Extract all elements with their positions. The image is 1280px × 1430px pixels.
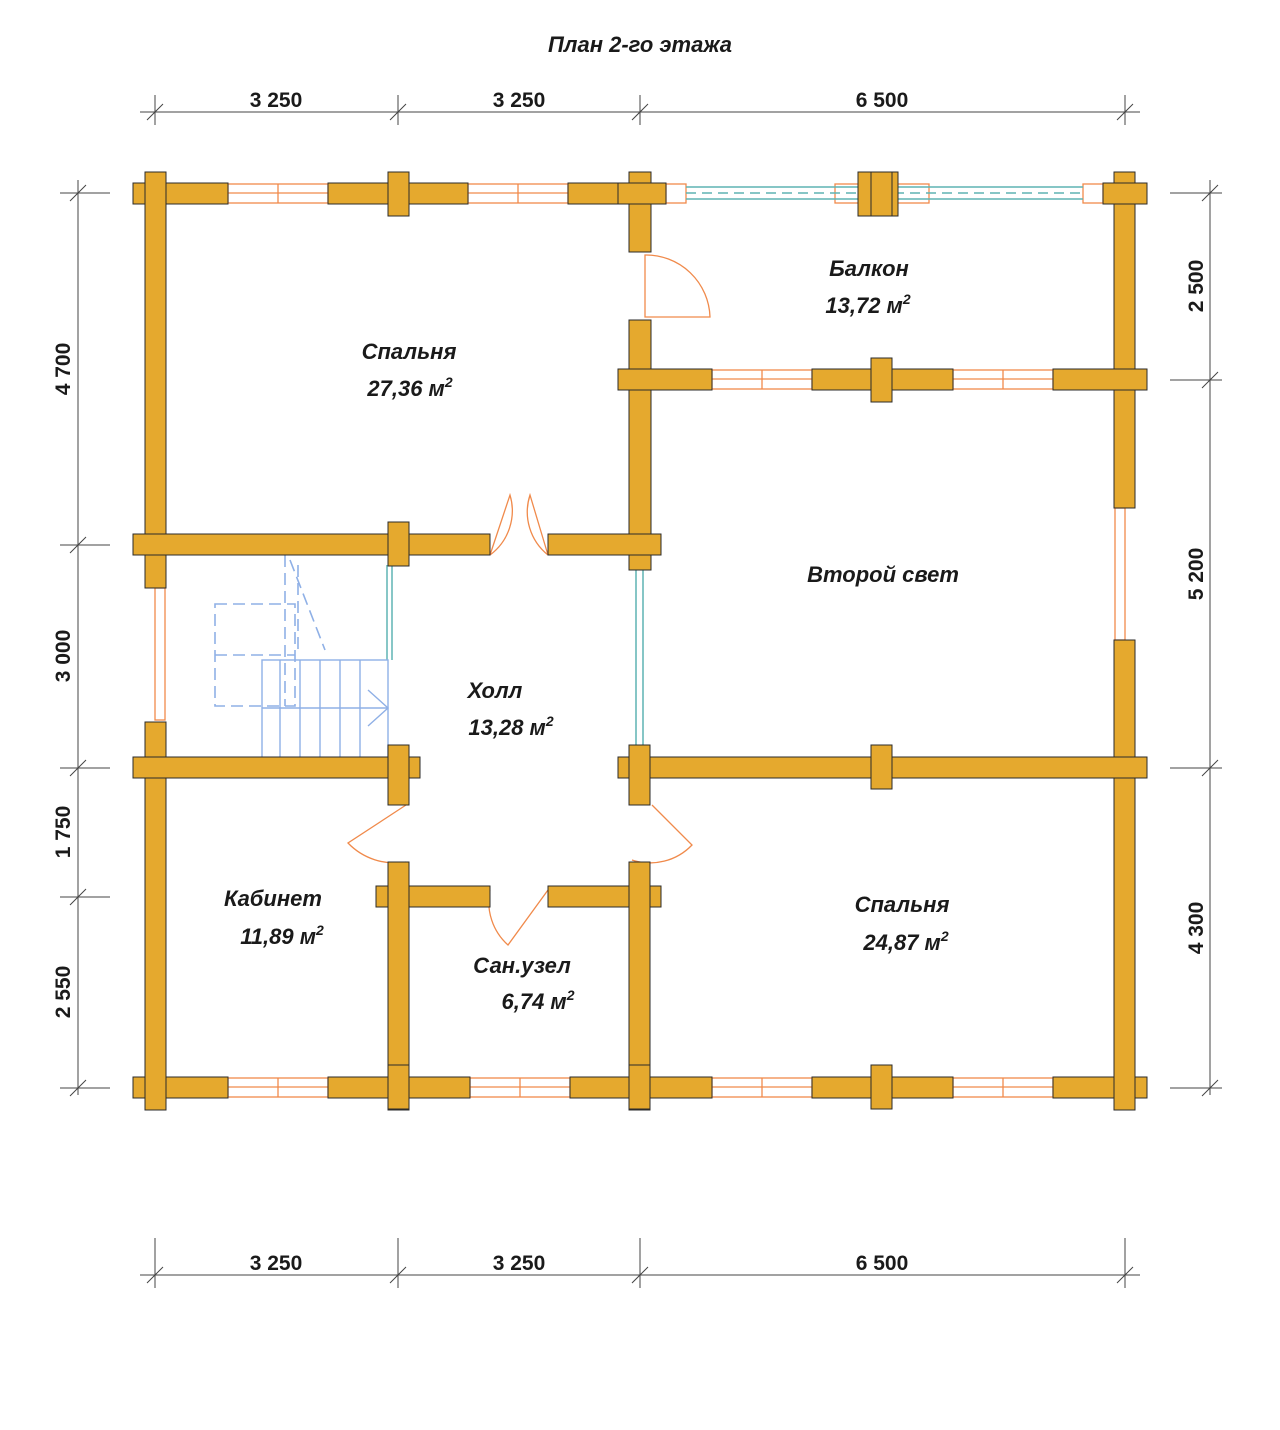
dimension-lines (60, 95, 1222, 1288)
room-bedroom-1-name: Спальня (362, 339, 457, 364)
room-balcony-area: 13,72 м2 (825, 291, 910, 318)
room-hall: Холл 13,28 м2 (466, 678, 554, 740)
dim-bottom-3: 6 500 (856, 1252, 909, 1275)
room-hall-name: Холл (466, 678, 523, 703)
room-second-light-name: Второй свет (807, 562, 959, 587)
dimension-labels: 3 250 3 250 6 500 3 250 3 250 6 500 4 70… (52, 89, 1208, 1275)
plan-title: План 2-го этажа (548, 32, 732, 57)
room-bedroom-2-area: 24,87 м2 (862, 928, 948, 955)
room-second-light: Второй свет (807, 562, 959, 587)
room-bedroom-1: Спальня 27,36 м2 (362, 339, 457, 401)
dim-top-2: 3 250 (493, 89, 546, 112)
dim-left-3: 1 750 (52, 806, 75, 859)
dim-bottom-1: 3 250 (250, 1252, 303, 1275)
room-office-area: 11,89 м2 (240, 922, 324, 949)
room-bedroom-2-name: Спальня (855, 892, 950, 917)
dim-right-1: 2 500 (1185, 260, 1208, 313)
dim-left-1: 4 700 (52, 343, 75, 396)
room-office-name: Кабинет (224, 886, 322, 911)
room-balcony-name: Балкон (829, 256, 909, 281)
walls (132, 171, 1148, 1111)
room-balcony: Балкон 13,72 м2 (825, 256, 910, 318)
dim-right-3: 4 300 (1185, 902, 1208, 955)
room-bathroom-area: 6,74 м2 (501, 987, 574, 1014)
glass-partitions (386, 565, 644, 745)
dim-right-2: 5 200 (1185, 548, 1208, 601)
room-bathroom: Сан.узел 6,74 м2 (473, 953, 575, 1014)
dim-left-4: 2 550 (52, 966, 75, 1019)
room-bathroom-name: Сан.узел (473, 953, 571, 978)
dim-top-1: 3 250 (250, 89, 303, 112)
dim-left-2: 3 000 (52, 630, 75, 683)
room-hall-area: 13,28 м2 (468, 713, 553, 740)
dim-bottom-2: 3 250 (493, 1252, 546, 1275)
room-bedroom-1-area: 27,36 м2 (366, 374, 452, 401)
room-bedroom-2: Спальня 24,87 м2 (855, 892, 950, 955)
room-office: Кабинет 11,89 м2 (224, 886, 324, 949)
staircase (214, 555, 390, 759)
windows (154, 183, 1126, 1098)
dim-top-3: 6 500 (856, 89, 909, 112)
